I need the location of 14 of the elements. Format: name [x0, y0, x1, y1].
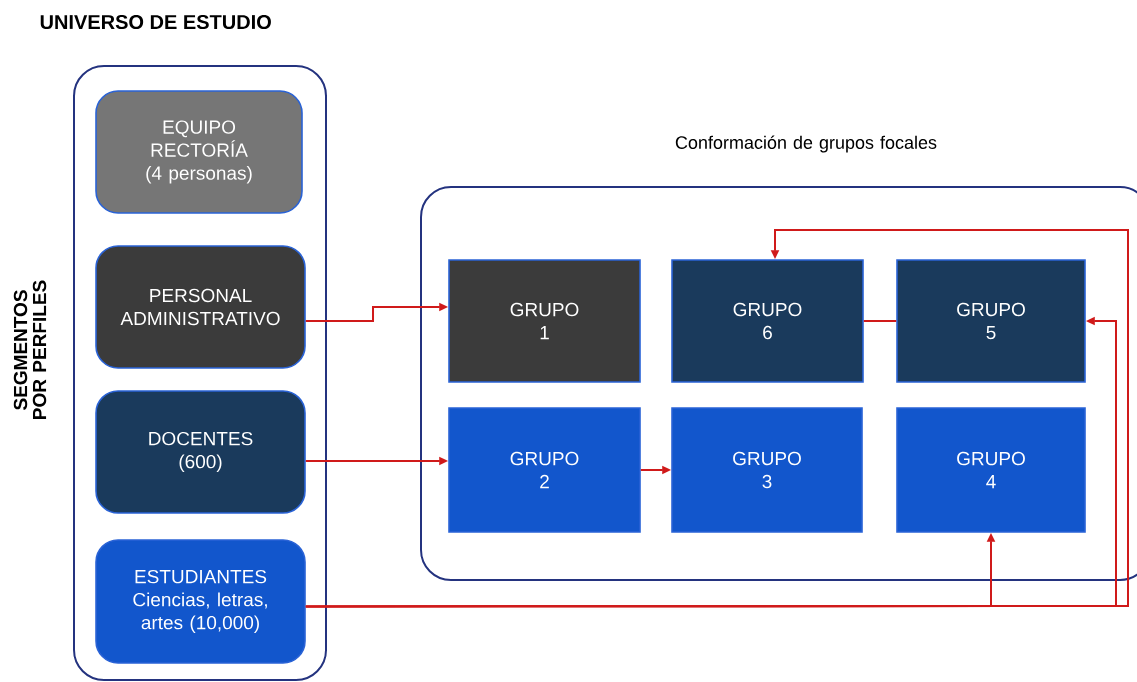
group-box: GRUPO 1 — [448, 259, 641, 383]
group-box: GRUPO 2 — [448, 407, 641, 533]
profile-box: DOCENTES (600) — [95, 390, 306, 514]
title: UNIVERSO DE ESTUDIO — [40, 14, 271, 30]
profile-box: EQUIPO RECTORÍA (4 personas) — [95, 90, 303, 214]
group-box: GRUPO 5 — [896, 259, 1086, 383]
group-heading: Conformación de grupos focales — [675, 135, 937, 153]
segment-heading: SEGMENTOS POR PERFILES — [13, 280, 47, 419]
group-box: GRUPO 6 — [671, 259, 864, 383]
profile-box: ESTUDIANTES Ciencias, letras, artes (10,000) — [95, 539, 306, 664]
arrow — [304, 229, 1129, 608]
group-box: GRUPO 3 — [671, 407, 863, 533]
profile-box: PERSONAL ADMINISTRATIVO — [95, 245, 306, 369]
group-box: GRUPO 4 — [896, 407, 1086, 533]
